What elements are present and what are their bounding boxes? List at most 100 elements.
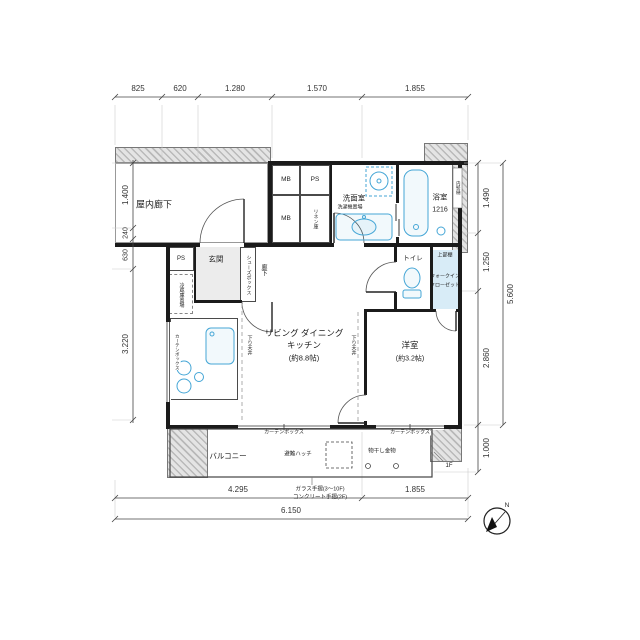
room-label-wic-1: ウォークイン [429,273,461,280]
entrance-floor [196,247,240,300]
wall-toilet-left-b [394,292,397,309]
bottom-right-block [430,425,462,462]
room-label-hallway: 廊下 [260,264,266,276]
note-lowered-ceiling-2: 下り天井 [350,335,357,355]
room-label-ps2: PS [176,256,186,262]
note-lowered-ceiling-1: 下り天井 [246,335,253,355]
wall-bottom-c [444,425,462,429]
dim-left-4: 3.220 [121,333,130,355]
dim-right-1: 1.490 [482,187,491,209]
wall-entrance-divider [194,247,196,303]
room-label-shoe-box: シューズボックス [245,255,252,295]
note-escape-hatch: 避難ハッチ [284,451,312,458]
bathtub [403,169,429,237]
washer-space [365,166,393,197]
room-label-bedroom-size: (約3.2帖) [395,355,425,363]
linen-closet [300,195,330,243]
room-label-balcony: バルコニー [209,451,247,461]
meter-box-1 [272,165,300,195]
dim-bottom-total: 6.150 [280,506,302,515]
wall-entrance-bottom [194,300,242,303]
drying-hook-icon [365,463,371,469]
room-label-corridor: 屋内廊下 [135,199,173,210]
dim-top-2: 620 [173,84,187,93]
room-label-wic-2: クローゼット [429,282,461,289]
room-label-wic-shelf: 上部棚 [437,252,453,259]
wall-bedroom-top-a [364,309,436,312]
dim-left-2: 240 [122,227,130,239]
room-label-mb2: MB [281,214,291,222]
lowered-ceiling-lines [241,304,359,423]
note-rail-2: コンクリート手摺(2F) [292,494,348,501]
note-curtain-box-bedroom: カーテンボックス [389,429,431,436]
wall-top [268,161,468,165]
dim-bottom-1: 4.295 [227,485,249,494]
wall-column-wash [330,165,332,243]
dim-right-4: 1.000 [482,437,491,459]
note-rail-1: ガラス手摺(3〜10F) [295,486,345,493]
dim-right-total: 5.600 [506,283,515,305]
wall-bedroom-left-a [364,309,367,395]
note-curtain-box-left: カーテンボックス [173,334,181,370]
wall-toilet-left-a [394,247,397,262]
note-curtain-box-ldk: カーテンボックス [263,429,305,436]
room-label-mb1: MB [281,175,291,183]
bath-tap-icon [436,226,446,236]
toilet-tank [402,289,422,299]
top-right-corner-block [424,143,468,163]
note-downspout: 内竪樋 [456,181,462,195]
washer-drum-icon [369,171,389,191]
room-label-linen: リネン庫 [312,209,319,229]
dim-left-1: 1.400 [121,184,130,206]
drying-hook-icon [393,463,399,469]
note-drying-fixture: 物干し金物 [368,448,396,455]
bottom-left-block [167,425,208,478]
room-label-bedroom: 洋室 [401,339,419,350]
dim-bottom-2: 1.855 [404,485,426,494]
wall-right [458,161,462,429]
meter-box-2 [272,195,300,243]
room-label-toilet: トイレ [403,254,423,262]
room-label-fridge: 冷蔵庫置場 [178,282,185,308]
wall-column-left [268,165,272,247]
vanity-counter [335,213,393,241]
dim-right-2: 1.250 [482,251,491,273]
wall-hall-top-a [272,243,334,247]
dim-right-3: 2.860 [482,347,491,369]
wall-left-b [166,402,170,429]
north-needle-icon [486,517,497,532]
pipe-space-left [168,247,194,271]
dim-left-3: 630 [122,249,130,261]
wall-corridor-b [244,243,272,247]
wall-hall-top-b [364,243,462,247]
wall-bedroom-left-b [364,421,367,429]
dim-top-4: 1.570 [306,84,328,93]
wall-left-a [166,243,170,322]
vanity-tap-icon [362,215,366,219]
toilet-bowl [403,267,421,289]
note-north: N [504,501,510,509]
room-label-ps1: PS [310,175,320,183]
room-label-bathroom-size: 1216 [432,206,448,214]
corridor-outer-wall [115,147,271,163]
wic-floor [433,250,458,309]
room-label-washroom: 洗面室 [342,193,366,203]
wall-bottom-b [330,425,376,429]
wall-corridor-a [115,243,200,247]
dim-top-1: 825 [131,84,145,93]
shoe-box [240,247,256,302]
pipe-space-top [300,165,330,195]
dim-top-3: 1.280 [224,84,246,93]
vanity-sink [351,218,377,236]
room-label-ldk-2: キッチン [286,339,322,350]
bath-drain-icon [413,224,419,230]
wall-wic-left [430,247,433,309]
room-label-laundry: 洗濯機置場 [337,204,363,211]
room-label-ldk-1: リビング ダイニング [264,327,344,338]
room-label-ldk-size: (約8.8帖) [288,353,320,363]
room-label-entrance: 玄関 [208,254,224,264]
note-floor-1f: 1F [445,463,453,469]
wall-bedroom-top-b [456,309,461,312]
